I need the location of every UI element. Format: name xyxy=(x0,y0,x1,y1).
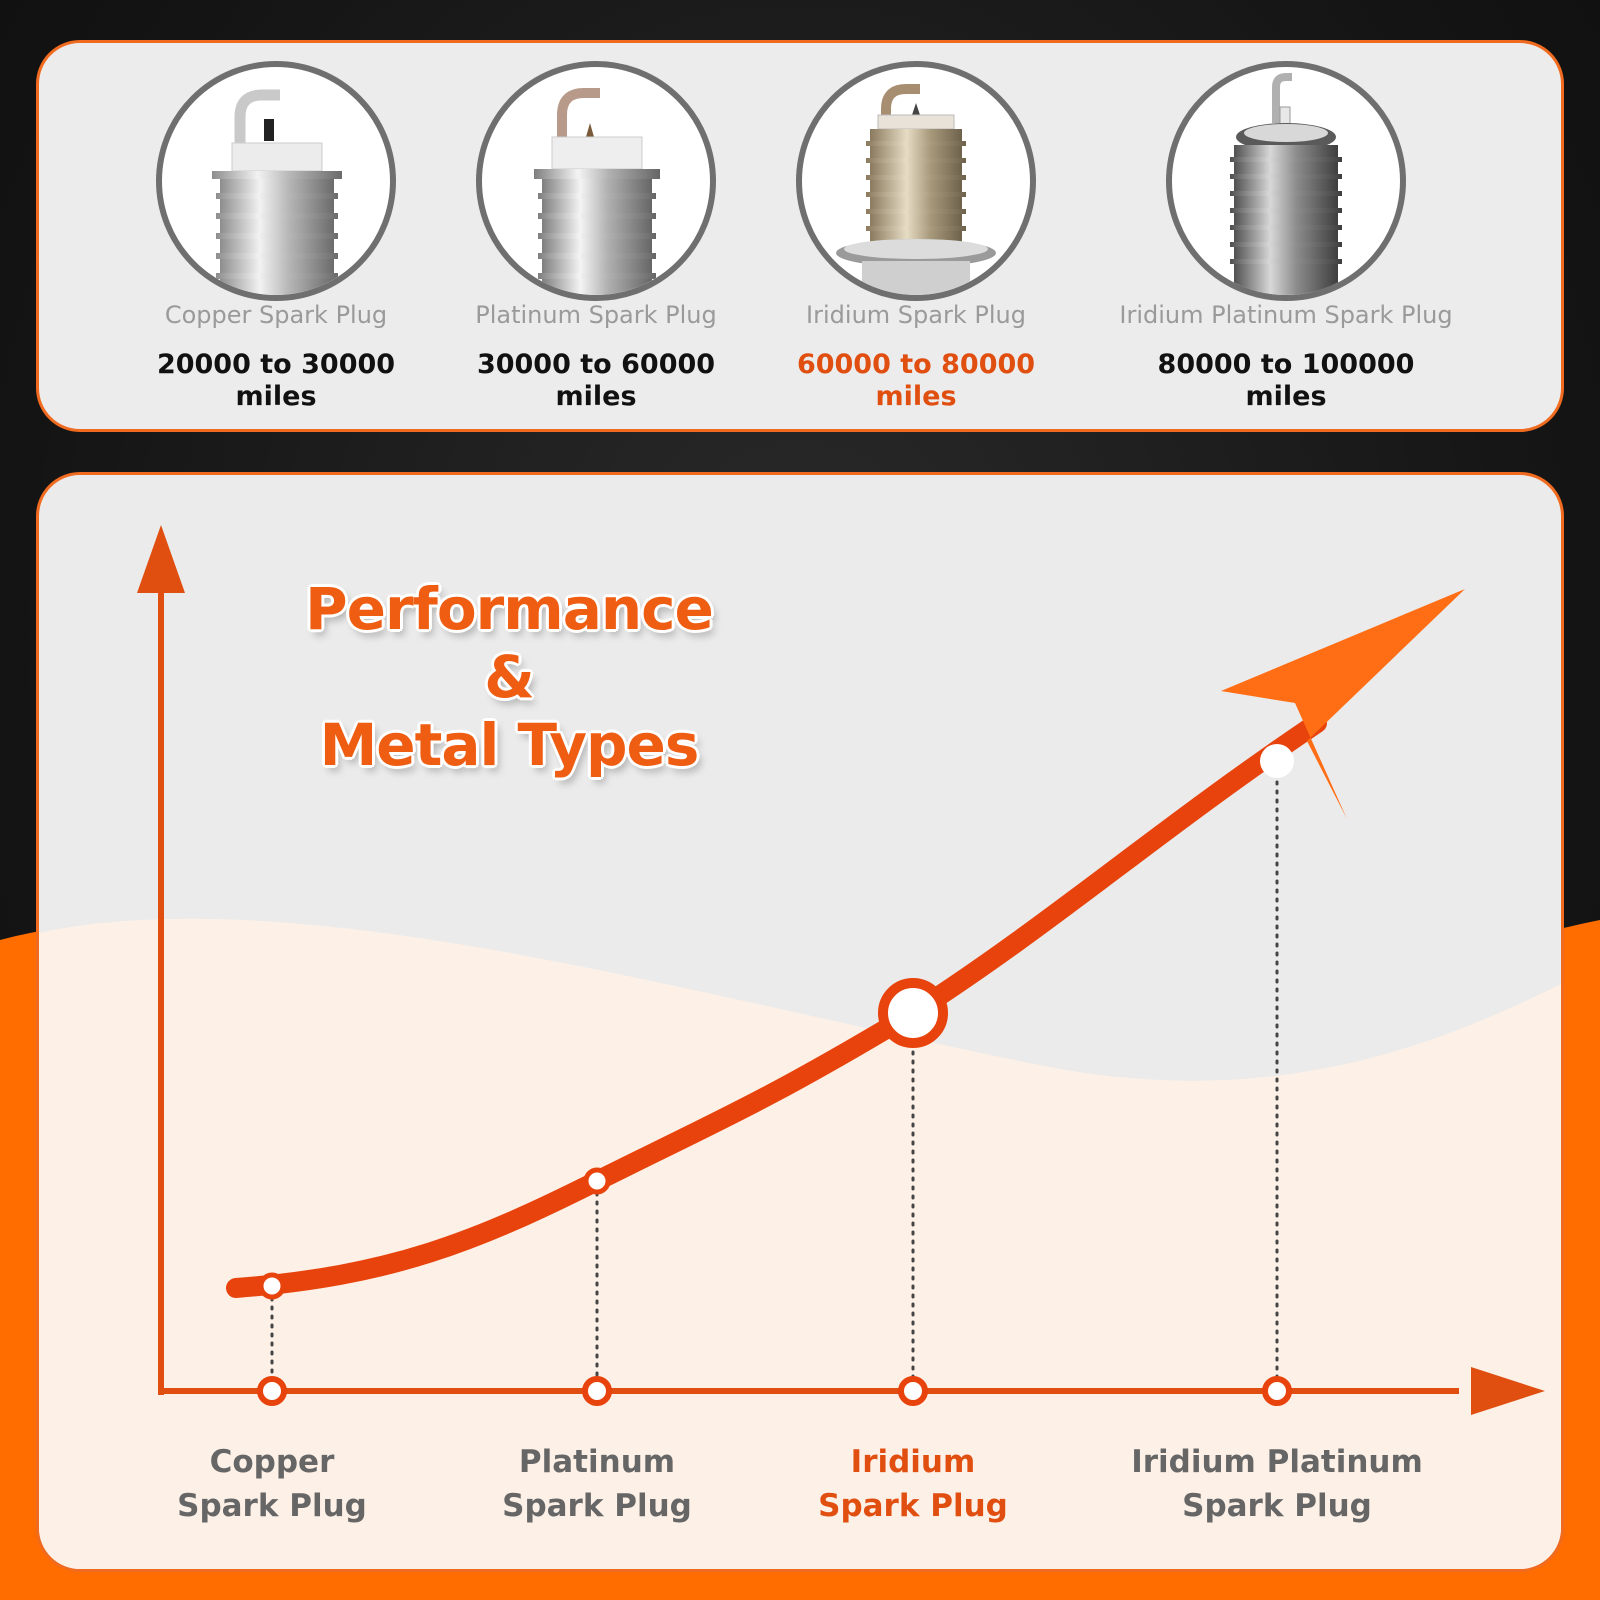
plug-mileage-range: 20000 to 30000 xyxy=(156,349,396,380)
y-axis-arrowhead xyxy=(137,525,185,593)
data-point xyxy=(1260,744,1294,778)
spark-plug-icon xyxy=(1230,73,1342,295)
trend-line xyxy=(226,713,1327,1298)
plug-mileage-unit: miles xyxy=(875,381,957,412)
chart-wave-background xyxy=(39,918,1561,1569)
plug-mileage-range: 60000 to 80000 xyxy=(796,349,1036,380)
x-tick-label: Platinum Spark Plug xyxy=(417,1440,777,1528)
spark-plug-icon xyxy=(534,88,660,295)
iridium-platinum-spark-plug-image xyxy=(1166,61,1406,301)
spark-plug-icon xyxy=(836,84,996,295)
x-tick-label-line: Iridium Platinum xyxy=(1131,1444,1423,1480)
performance-chart xyxy=(39,525,1561,1569)
plug-mileage: 20000 to 30000 miles xyxy=(96,349,456,413)
plug-mileage-unit: miles xyxy=(555,381,637,412)
data-point xyxy=(258,1272,286,1300)
x-tick-marker xyxy=(257,1376,287,1406)
plug-name: Platinum Spark Plug xyxy=(475,301,717,329)
x-tick-label-line: Platinum xyxy=(518,1444,676,1480)
x-tick-marker xyxy=(1262,1376,1292,1406)
plug-mileage-range: 30000 to 60000 xyxy=(476,349,716,380)
x-tick-label-line: Spark Plug xyxy=(1182,1488,1372,1524)
plug-mileage: 30000 to 60000 miles xyxy=(416,349,776,413)
data-point xyxy=(878,978,948,1048)
plug-mileage-unit: miles xyxy=(1245,381,1327,412)
iridium-spark-plug-image xyxy=(796,61,1036,301)
x-tick-label: Iridium Spark Plug xyxy=(733,1440,1093,1528)
plug-mileage: 60000 to 80000 miles xyxy=(736,349,1096,413)
x-tick-label: Iridium Platinum Spark Plug xyxy=(1097,1440,1457,1528)
plug-mileage: 80000 to 100000 miles xyxy=(1106,349,1466,413)
spark-plug-types-panel: Copper Spark Plug 20000 to 30000 miles xyxy=(36,40,1564,432)
chart-title: Performance & Metal Types xyxy=(259,575,759,779)
x-tick-label-line: Spark Plug xyxy=(177,1488,367,1524)
plug-mileage-unit: miles xyxy=(235,381,317,412)
copper-spark-plug-image xyxy=(156,61,396,301)
x-axis-arrowhead xyxy=(1471,1367,1545,1415)
x-tick-marker xyxy=(582,1376,612,1406)
chart-axes xyxy=(137,525,1545,1415)
platinum-spark-plug-image xyxy=(476,61,716,301)
plug-name: Copper Spark Plug xyxy=(164,301,388,329)
plug-name: Iridium Spark Plug xyxy=(806,301,1026,329)
chart-title-line: Metal Types xyxy=(319,711,700,779)
x-tick-marker xyxy=(898,1376,928,1406)
chart-title-line: & xyxy=(484,643,535,711)
trend-arrowhead xyxy=(1221,589,1465,819)
data-point xyxy=(583,1167,611,1195)
x-tick-label-line: Iridium xyxy=(850,1444,976,1480)
x-tick-label-line: Spark Plug xyxy=(818,1488,1008,1524)
x-tick-label-line: Spark Plug xyxy=(502,1488,692,1524)
chart-title-line: Performance xyxy=(305,575,714,643)
performance-chart-panel: Performance & Metal Types Copper Spark P… xyxy=(36,472,1564,1572)
plug-mileage-range: 80000 to 100000 xyxy=(1157,349,1415,380)
x-tick-label: Copper Spark Plug xyxy=(92,1440,452,1528)
plug-name: Iridium Platinum Spark Plug xyxy=(1119,301,1453,329)
spark-plug-icon xyxy=(212,89,342,295)
x-tick-label-line: Copper xyxy=(209,1444,335,1480)
